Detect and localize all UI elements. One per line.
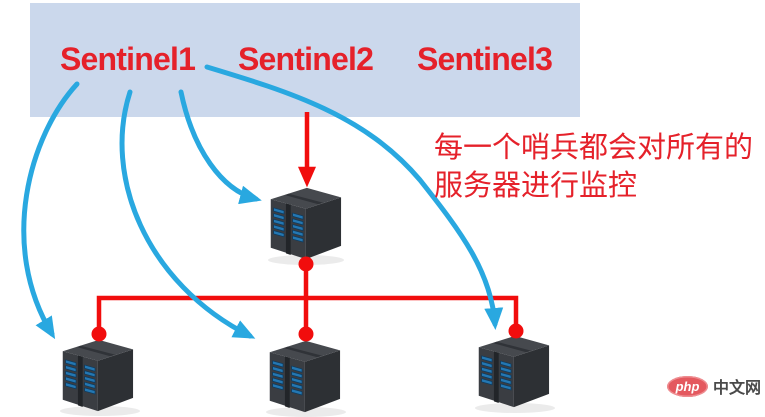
blue-curve-sentinel1-to-replica-right	[204, 64, 504, 330]
annotation-line1: 每一个哨兵都会对所有的	[434, 132, 754, 164]
blue-curve-sentinel1-to-replica-left	[21, 81, 80, 340]
blue-curve-sentinel1-to-master	[178, 89, 262, 205]
server-icon-replica-left	[62, 339, 134, 412]
watermark-site-text: 中文网	[713, 380, 762, 397]
blue-curve-sentinel1-to-replica-middle	[119, 89, 256, 339]
sentinel-monitor-curves	[21, 64, 504, 340]
server-icon-master	[270, 187, 342, 260]
red-link-replica-bus	[96, 295, 519, 334]
annotation-text: 每一个哨兵都会对所有的 服务器进行监控	[434, 129, 753, 205]
dot-replica-right-top	[508, 323, 524, 339]
dot-replica-middle-top	[298, 326, 314, 342]
dot-master-bottom	[298, 256, 314, 272]
red-connection-dots	[91, 256, 524, 342]
label-sentinel2: Sentinel2	[238, 41, 374, 77]
dot-replica-left-top	[91, 326, 107, 342]
label-sentinel3: Sentinel3	[417, 41, 553, 77]
watermark: php 中文网	[667, 374, 761, 398]
server-icon-replica-middle	[269, 340, 341, 413]
server-icon-replica-right	[478, 335, 550, 408]
label-sentinel1: Sentinel1	[60, 41, 196, 77]
php-logo-icon: php	[667, 375, 708, 397]
annotation-line2: 服务器进行监控	[434, 170, 638, 202]
